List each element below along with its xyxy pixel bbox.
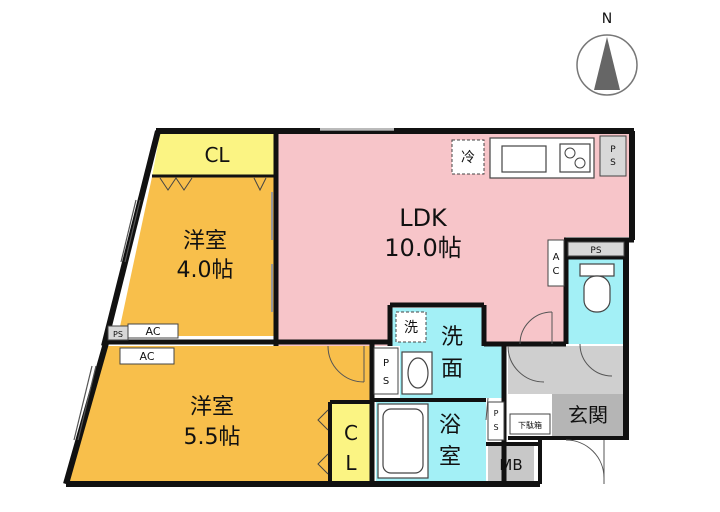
western-room-1-size: 4.0帖 (177, 258, 234, 283)
ldk-name: LDK (399, 204, 448, 232)
shoe-box (509, 413, 551, 435)
ps-toilet (567, 241, 625, 257)
ac-ldk-label: A (553, 252, 560, 263)
ac-ldk-label: C (553, 266, 560, 277)
closet-doors (159, 177, 329, 475)
compass: N (576, 11, 638, 96)
compass-needle-icon (594, 37, 620, 90)
wash-basin-icon (401, 351, 433, 395)
ps-toilet-label: PS (590, 246, 601, 256)
bathtub-icon (377, 403, 429, 479)
ps-bath-label: P (494, 409, 499, 418)
washroom-label: 洗 (441, 325, 463, 350)
ldk-size: 10.0帖 (384, 234, 461, 262)
bathroom-label: 浴 (439, 413, 461, 438)
stove-icon (559, 143, 591, 173)
ps-kitchen (599, 135, 627, 177)
ps-wash-label: S (383, 376, 389, 387)
ps-bath-label: S (493, 423, 498, 432)
ps-kitchen-label: P (610, 145, 616, 155)
washer-label: 洗 (404, 320, 418, 336)
western-room-2-name: 洋室 (190, 395, 234, 420)
closet-top (152, 133, 276, 177)
ps-wash-label: P (383, 358, 389, 369)
ac-ldk (547, 239, 565, 287)
western-room-1-name: 洋室 (183, 229, 227, 254)
closet-side (330, 404, 372, 482)
closet-side-label: C (344, 421, 358, 445)
closet-side-label: L (345, 451, 357, 475)
burner-icon (574, 157, 586, 169)
entrance-floor (508, 346, 624, 394)
meter-box (488, 446, 534, 482)
entrance-step (552, 394, 624, 436)
western-room-2-size: 5.5帖 (184, 425, 241, 450)
western-room-1 (118, 177, 276, 336)
fridge-space (451, 139, 485, 175)
bathroom-label: 室 (439, 445, 461, 470)
closet-top-label: CL (204, 143, 230, 167)
ps-room-label: PS (113, 330, 123, 339)
fridge-label: 冷 (461, 150, 475, 166)
ps-bath (487, 401, 505, 441)
doors (327, 311, 613, 484)
ac-room-1-label: AC (145, 325, 160, 338)
ac-room-2-label: AC (139, 350, 154, 363)
shoe-box-label: 下駄箱 (518, 420, 542, 430)
ps-wash (373, 347, 399, 395)
meter-box-label: MB (499, 456, 522, 474)
washer-space (395, 311, 427, 343)
ps-kitchen-label: S (610, 158, 616, 168)
ac-room-2 (119, 347, 175, 365)
toilet-icon (579, 263, 615, 313)
entrance-label: 玄関 (568, 403, 608, 427)
western-room-2 (68, 346, 372, 482)
burner-icon (564, 147, 576, 159)
ac-room-1 (127, 323, 179, 339)
windows (73, 127, 394, 441)
washroom-label: 面 (441, 357, 463, 382)
north-label: N (602, 11, 612, 27)
sink-icon (501, 145, 547, 173)
ldk-room (276, 133, 632, 346)
